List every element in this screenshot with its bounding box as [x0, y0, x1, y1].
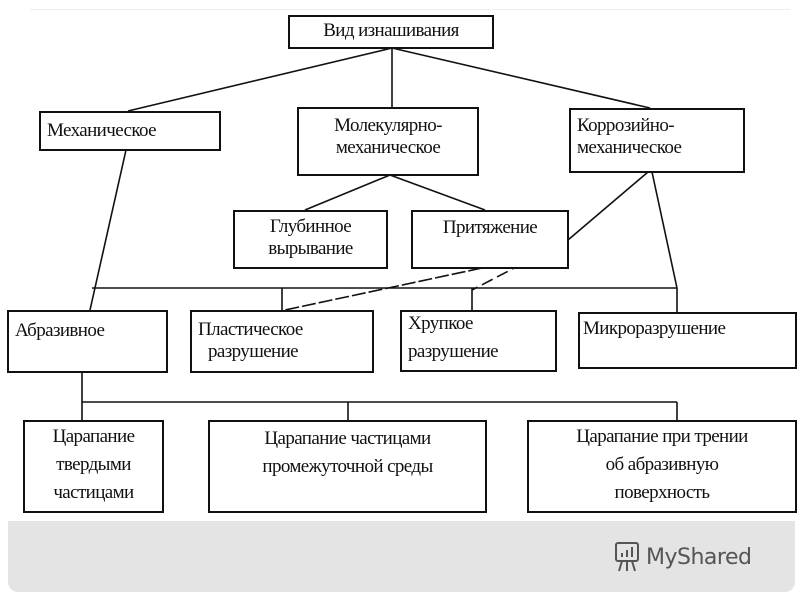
node-mechanical: Механическое — [39, 111, 221, 151]
myshared-logo: MyShared — [612, 540, 752, 574]
node-label: Глубинное — [269, 216, 352, 237]
node-scratch-surface: Царапание при трении об абразивную поверхн… — [527, 420, 797, 513]
node-label: частицами — [53, 482, 134, 503]
node-label: вырывание — [268, 238, 353, 259]
node-label: разрушение — [208, 341, 299, 362]
node-label: Молекулярно- — [334, 115, 442, 136]
node-scratch-medium: Царапание частицами промежуточной среды — [208, 420, 487, 513]
watermark-text: MyShared — [646, 544, 752, 570]
node-label: Царапание частицами — [264, 428, 431, 449]
node-corrosion-mechanical: Коррозийно-механическое — [569, 108, 745, 173]
node-label: поверхность — [614, 482, 711, 503]
node-label: разрушение — [408, 341, 499, 362]
connector — [284, 267, 483, 311]
node-wear-type: Вид изнашивания — [288, 15, 494, 49]
node-label: Коррозийно- — [577, 115, 675, 136]
connector — [567, 171, 649, 241]
node-label: Царапание — [52, 426, 135, 447]
node-label: об абразивную — [605, 454, 719, 475]
node-label: промежуточной среды — [262, 456, 433, 477]
node-attraction: Притяжение — [411, 210, 569, 269]
node-label: Царапание при трении — [576, 426, 748, 447]
node-label: механическое — [577, 137, 682, 158]
node-label: Хрупкое — [408, 313, 473, 334]
node-micro-destruction: Микроразрушение — [578, 312, 797, 369]
node-abrasive: Абразивное — [7, 310, 168, 373]
node-molecular-mechanical: Молекулярно-механическое — [297, 107, 479, 176]
top-divider — [30, 9, 790, 10]
node-label: механическое — [335, 137, 441, 158]
node-label: Микроразрушение — [583, 318, 726, 339]
node-scratch-solid: Царапание твердыми частицами — [23, 420, 164, 513]
watermark-footer — [8, 521, 795, 592]
connector — [651, 171, 678, 289]
node-brittle-destruction: Хрупкое разрушение — [400, 310, 557, 372]
node-label: Вид изнашивания — [323, 20, 459, 41]
connector — [389, 174, 486, 211]
node-label: Механическое — [47, 120, 157, 141]
connector — [391, 47, 651, 109]
node-label: твердыми — [56, 454, 131, 475]
presentation-board-icon — [615, 542, 639, 572]
connector — [127, 47, 393, 112]
connector — [304, 174, 391, 211]
connector — [89, 149, 127, 311]
node-label: Пластическое — [198, 319, 303, 340]
node-label: Абразивное — [15, 320, 105, 341]
node-label: Притяжение — [442, 217, 538, 238]
